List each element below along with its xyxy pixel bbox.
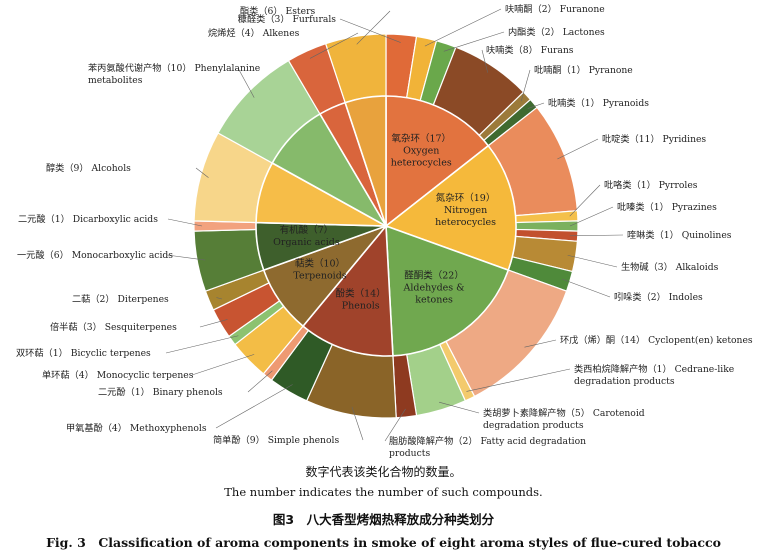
leader-line	[384, 408, 406, 442]
leader-line	[215, 384, 293, 429]
outer-slice-label: 吡咯类（1） Pyrroles	[604, 179, 698, 191]
outer-slice-label: 甲氧基酚（4） Methoxyphenols	[66, 422, 207, 434]
outer-slice-label: 酯类（6） Esters	[240, 5, 315, 17]
outer-slice-label: 糠醛类（3） Furfurals	[238, 13, 337, 25]
leader-line	[569, 206, 614, 227]
leader-line	[165, 335, 239, 354]
leader-line	[443, 31, 505, 52]
inner-slice-label: 萜类（10）Terpenoids	[293, 257, 346, 281]
outer-slice-label: 醇类（9） Alcohols	[46, 162, 131, 174]
inner-slice-phenols	[301, 223, 394, 357]
outer-slice-label: 吡喃酮（1） Pyranone	[534, 64, 633, 76]
inner-slice-label: 有机酸（7）Organic acids	[273, 224, 340, 248]
caption-note-cn: 数字代表该类化合物的数量。	[305, 465, 462, 479]
outer-slice-label: 倍半萜（3） Sesquiterpenes	[50, 321, 177, 333]
leader-line	[351, 406, 364, 441]
leader-line	[195, 167, 209, 178]
outer-slice-label: 呋喃酮（2） Furanone	[505, 3, 605, 15]
leader-line	[199, 319, 228, 328]
leader-line	[481, 49, 489, 73]
leader-line	[569, 184, 601, 217]
leader-line	[167, 218, 203, 227]
outer-slice-label: 生物碱（3） Alkaloids	[621, 261, 719, 273]
leader-line	[562, 278, 611, 298]
inner-ring	[255, 95, 517, 357]
outer-slice-label: 环戊（烯）酮（14） Cyclopent(en) ketones	[560, 334, 753, 346]
figure-caption-cn: 图3 八大香型烤烟热释放成分种类划分	[272, 512, 495, 527]
leader-line	[356, 10, 391, 45]
leader-line	[524, 339, 557, 348]
outer-slice-label: 喹啉类（1） Quinolines	[627, 229, 732, 241]
leader-line	[191, 354, 255, 376]
leader-line	[569, 234, 624, 237]
inner-slice-label: 醛酮类（22）Aldehydes &ketones	[402, 270, 464, 306]
outer-slice-label: 二萜（2） Diterpenes	[72, 293, 169, 305]
outer-slice-label: 一元酸（6） Monocarboxylic acids	[17, 250, 173, 261]
leader-line	[309, 32, 359, 59]
caption-note-en: The number indicates the number of such …	[224, 485, 543, 499]
leader-line	[557, 138, 599, 160]
leader-line	[466, 368, 571, 392]
leader-line	[424, 8, 502, 47]
outer-slice-label: 吡喃类（1） Pyranoids	[548, 97, 649, 109]
leader-line	[216, 297, 223, 300]
inner-slice-aldehydes	[385, 224, 510, 357]
figure-caption-en: Fig. 3 Classification of aroma component…	[46, 535, 721, 550]
outer-slice-label: 吡啶类（11） Pyridines	[602, 133, 706, 145]
outer-slice-label: 烷烯烃（4） Alkenes	[208, 27, 300, 39]
inner-slice-oxygen	[385, 95, 490, 228]
leader-lines	[165, 8, 624, 442]
outer-slice-label: 二元酸（1） Dicarboxylic acids	[18, 214, 158, 225]
leader-line	[520, 69, 531, 102]
outer-slice-label: 呋喃类（8） Furans	[486, 44, 574, 56]
leader-line	[247, 370, 273, 393]
leader-line	[567, 254, 618, 268]
inner-slice-nitrogen	[384, 144, 517, 272]
leader-line	[237, 67, 255, 98]
outer-slice-label: 吲哚类（2） Indoles	[614, 291, 703, 303]
outer-slice-label: 单环萜（4） Monocyclic terpenes	[42, 369, 194, 381]
leader-line	[439, 401, 480, 414]
inner-slice-label: 酚类（14）Phenols	[336, 288, 386, 312]
outer-labels: 糠醛类（3） Furfurals 呋喃酮（2） Furanone 内酯类（2） La…	[16, 3, 753, 459]
outer-slice-label: 双环萜（1） Bicyclic terpenes	[16, 347, 151, 359]
leader-line	[166, 254, 206, 261]
inner-slice-esters	[344, 95, 387, 227]
leader-line	[527, 102, 545, 109]
outer-slice-label: 内酯类（2） Lactones	[508, 26, 605, 38]
sunburst-chart: 糠醛类（3） Furfurals 呋喃酮（2） Furanone 内酯类（2） La…	[16, 3, 753, 459]
outer-slice-label: 吡嗪类（1） Pyrazines	[617, 201, 717, 213]
outer-slice-label: 简单酚（9） Simple phenols	[213, 434, 339, 446]
outer-slice-label: 二元酚（1） Binary phenols	[98, 387, 223, 398]
